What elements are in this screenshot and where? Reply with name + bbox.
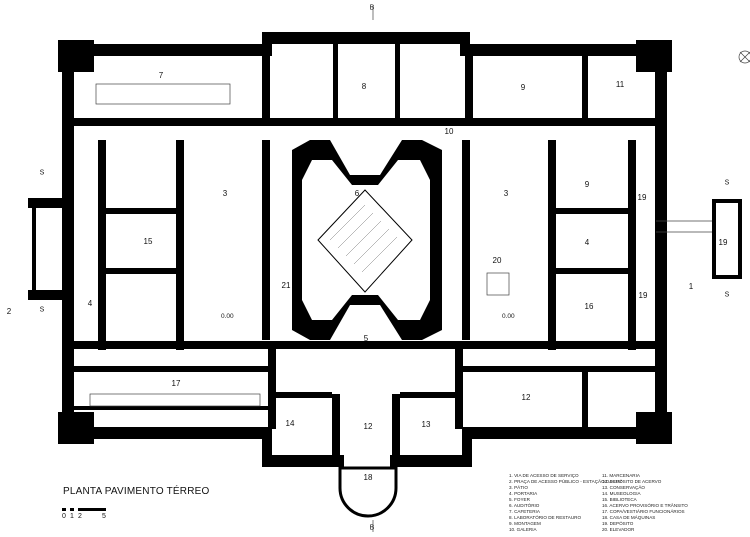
legend-item: 4. PORTARIA <box>509 491 538 496</box>
section-mark-s-right-top: S <box>724 179 730 187</box>
room-4-left: 4 <box>87 299 93 308</box>
legend-left: 1. VIA DE ACESSO DE SERVIÇO 2. PRAÇA DE … <box>509 473 622 533</box>
legend-item: 1. VIA DE ACESSO DE SERVIÇO <box>509 473 579 478</box>
room-11: 11 <box>615 80 625 89</box>
room-19-a: 19 <box>637 193 647 202</box>
legend-item: 14. MUSEOLOGIA <box>602 491 641 496</box>
legend-item: 18. CASA DE MÁQUINAS <box>602 515 656 520</box>
legend-item: 3. PÁTIO <box>509 485 528 490</box>
legend-item: 7. CAFETERIA <box>509 509 540 514</box>
room-12-center: 12 <box>363 422 373 431</box>
legend-item: 15. BIBLIOTECA <box>602 497 637 502</box>
room-7: 7 <box>158 71 164 80</box>
room-21: 21 <box>281 281 291 290</box>
level-mark-right: 0.00 <box>502 313 515 320</box>
legend-item: 2. PRAÇA DE ACESSO PÚBLICO - ESTAÇÃO DA … <box>509 479 623 484</box>
room-17: 17 <box>171 379 181 388</box>
room-9-top: 9 <box>520 83 526 92</box>
legend-item: 16. ACERVO PROVISÓRIO E TRÂNSITO <box>602 503 688 508</box>
legend-item: 17. COPA/VESTIÁRIO FUNCIONÁRIOS <box>602 509 685 514</box>
scale-tick-1: 1 <box>70 513 74 520</box>
room-1: 1 <box>688 282 694 291</box>
legend-item: 5. FOYER <box>509 497 530 502</box>
legend-item: 11. MARCENARIA <box>602 473 640 478</box>
legend-right: 11. MARCENARIA 12. DEPÓSITO DE ACERVO 13… <box>602 473 688 533</box>
room-4-right: 4 <box>584 238 590 247</box>
room-18: 18 <box>363 473 373 482</box>
legend-item: 8. LABORATÓRIO DE RESTAURO <box>509 515 582 520</box>
section-mark-b-bottom: B <box>369 524 375 532</box>
plan-title: PLANTA PAVIMENTO TÉRREO <box>63 486 210 497</box>
room-15: 15 <box>143 237 153 246</box>
scale-tick-2: 2 <box>78 513 82 520</box>
room-14: 14 <box>285 419 295 428</box>
legend-item: 10. GALERIA <box>509 527 537 532</box>
room-19-c: 19 <box>638 291 648 300</box>
room-9-right: 9 <box>584 180 590 189</box>
room-6: 6 <box>354 189 360 198</box>
section-mark-s-left-top: S <box>39 169 45 177</box>
room-20: 20 <box>492 256 502 265</box>
section-mark-b-top: B <box>369 4 375 12</box>
room-3-right: 3 <box>503 189 509 198</box>
room-10: 10 <box>444 127 454 136</box>
legend-item: 20. ELEVADOR <box>602 527 635 532</box>
legend-item: 12. DEPÓSITO DE ACERVO <box>602 479 662 484</box>
legend-item: 13. CONSERVAÇÃO <box>602 485 645 490</box>
legend-item: 19. DEPÓSITO <box>602 521 634 526</box>
room-16: 16 <box>584 302 594 311</box>
scale-tick-0: 0 <box>62 513 66 520</box>
scale-bar <box>62 508 106 511</box>
scale-tick-5: 5 <box>102 513 106 520</box>
room-8: 8 <box>361 82 367 91</box>
legend-item: 6. AUDITÓRIO <box>509 503 540 508</box>
room-19-b: 19 <box>718 238 728 247</box>
room-2: 2 <box>6 307 12 316</box>
legend-item: 9. MONTAGEM <box>509 521 541 526</box>
section-mark-s-left-bottom: S <box>39 306 45 314</box>
section-mark-s-right-bottom: S <box>724 291 730 299</box>
level-mark-left: 0.00 <box>221 313 234 320</box>
room-12-right: 12 <box>521 393 531 402</box>
room-13: 13 <box>421 420 431 429</box>
room-3-left: 3 <box>222 189 228 198</box>
room-5: 5 <box>363 334 369 343</box>
